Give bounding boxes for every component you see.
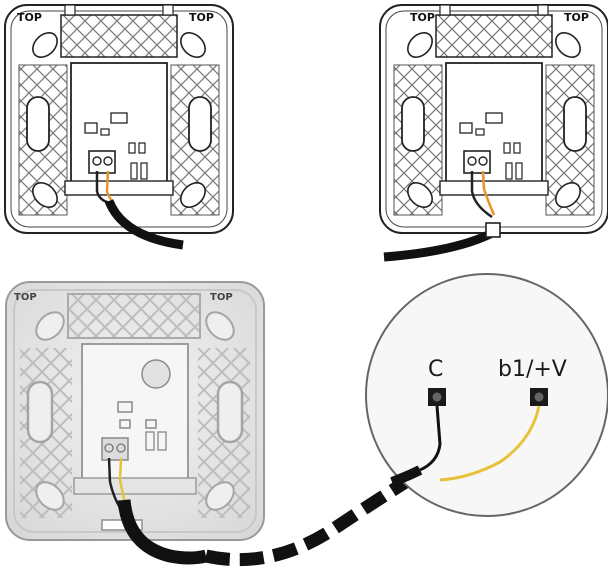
top-label-right: TOP (564, 11, 589, 24)
cable-solid (117, 499, 208, 565)
top-label-right: TOP (189, 11, 214, 24)
circuit-board (70, 62, 168, 192)
mounting-plate-panel-2: TOP TOP (379, 4, 608, 262)
cable (383, 227, 499, 262)
top-label-left: TOP (17, 11, 42, 24)
top-label-right: TOP (210, 292, 233, 303)
top-clip (60, 14, 178, 58)
cable (104, 199, 184, 250)
terminal-label-c: C (428, 357, 443, 382)
wire-yellow (439, 405, 541, 482)
mounting-plate-photo: TOP TOP (5, 281, 265, 541)
wire-black (419, 405, 442, 472)
terminal-label-b1: b1/+V (498, 357, 567, 382)
top-label-left: TOP (410, 11, 435, 24)
top-label-left: TOP (14, 292, 37, 303)
terminal-zoom: C b1/+V (365, 273, 608, 517)
mounting-plate-panel-1: TOP TOP (4, 4, 234, 250)
